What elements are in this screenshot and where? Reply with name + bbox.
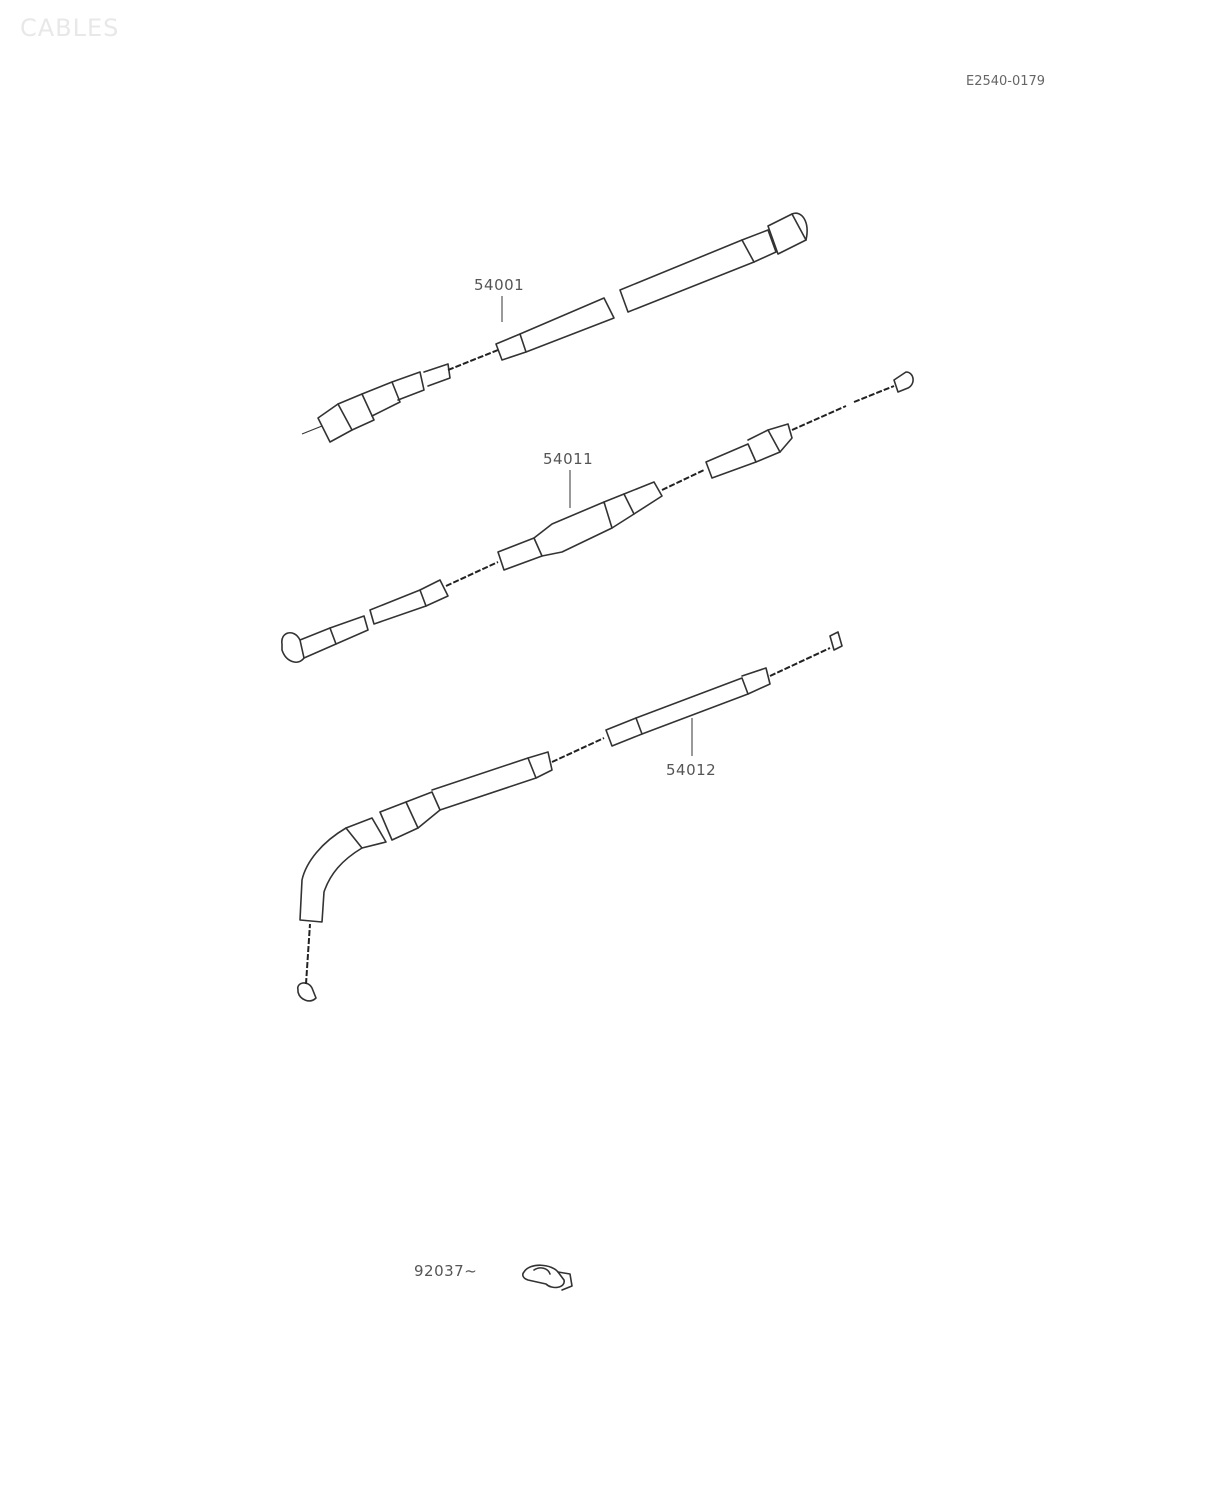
part-number-92037: 92037: [414, 1262, 465, 1280]
part-suffix-92037: ~: [464, 1262, 478, 1280]
part-label-92037: 92037~: [414, 1262, 477, 1280]
part-label-54012: 54012: [666, 761, 717, 779]
cable-54001: [301, 212, 808, 443]
part-label-54011: 54011: [543, 450, 594, 468]
cable-54012: [297, 631, 843, 1002]
clamp-92037: [522, 1264, 573, 1291]
leader-lines: [501, 296, 693, 756]
watermark-title: CABLES: [20, 14, 120, 42]
part-label-54001: 54001: [474, 276, 525, 294]
diagram-reference-code: E2540-0179: [966, 74, 1046, 89]
cable-54011: [281, 371, 914, 663]
